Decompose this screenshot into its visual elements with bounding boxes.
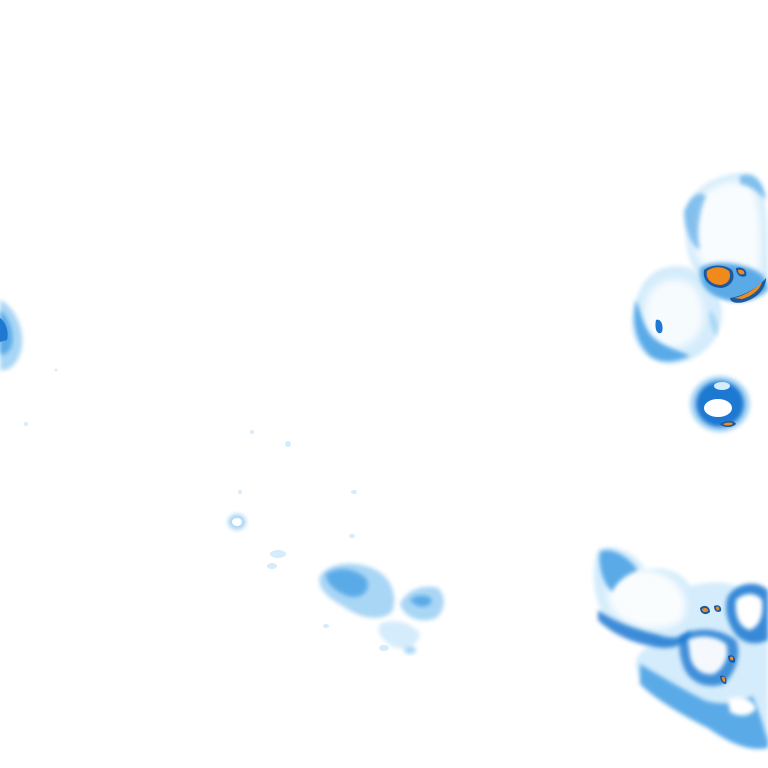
scattered-light-echoes xyxy=(24,368,416,654)
northeast-cluster xyxy=(631,173,768,364)
south-central-patch xyxy=(319,563,444,649)
east-ring-cell xyxy=(690,376,750,432)
west-edge-cell xyxy=(0,300,23,371)
southeast-cluster xyxy=(593,547,768,749)
